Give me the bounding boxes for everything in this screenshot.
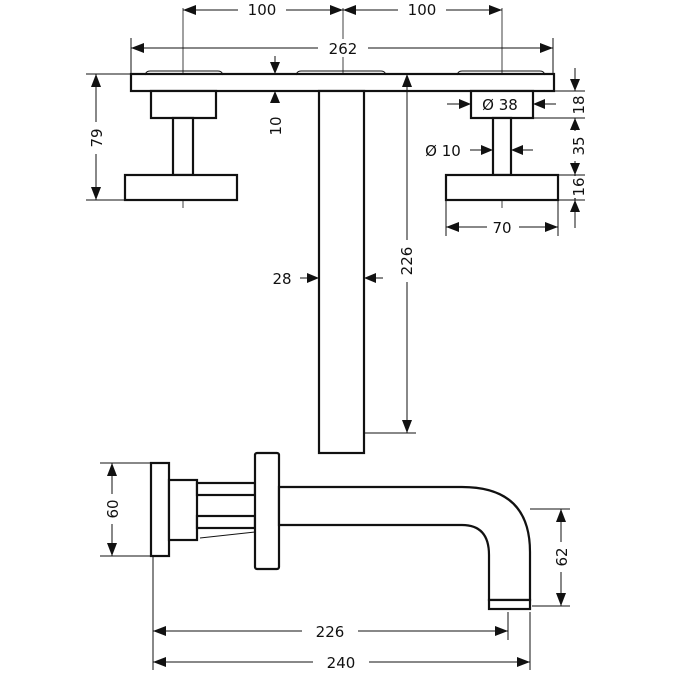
left-handle-cross	[123, 173, 239, 202]
side-rosette-body	[167, 478, 199, 542]
dim-label-100-right: 100	[408, 1, 437, 19]
left-recess	[144, 70, 224, 76]
side-stem-hint	[199, 531, 256, 539]
spout-front	[317, 89, 366, 455]
dim-diameter-38: Ø 38	[447, 96, 556, 114]
wall-plate	[129, 72, 556, 93]
dim-label-226-vertical: 226	[398, 247, 416, 276]
dim-spout-width: 28	[272, 270, 383, 288]
side-stem-lower	[195, 514, 257, 530]
dim-plate-thickness: 10	[267, 56, 285, 136]
dim-diameter-10: Ø 10	[425, 142, 533, 160]
dim-spout-length: 226	[364, 74, 418, 434]
side-rosette-plate	[149, 461, 171, 558]
dim-label-262: 262	[329, 40, 358, 58]
right-recess	[456, 70, 546, 76]
side-stem-upper	[195, 481, 257, 497]
dim-label-d38: Ø 38	[482, 96, 518, 114]
dim-label-16: 16	[570, 177, 588, 196]
dim-label-10: 10	[267, 116, 285, 135]
dim-top-spacing: 100 100	[183, 0, 502, 20]
dim-label-60: 60	[104, 499, 122, 518]
dim-side-rosette: 60	[100, 462, 151, 557]
dim-label-79: 79	[88, 128, 106, 147]
dim-label-100-left: 100	[248, 1, 277, 19]
dim-label-35: 35	[570, 136, 588, 155]
side-spout	[277, 485, 532, 602]
dim-handle-height: 79	[85, 73, 131, 201]
dim-label-62: 62	[553, 547, 571, 566]
right-handle-cross	[444, 173, 560, 202]
dim-label-226-side: 226	[316, 623, 345, 641]
left-handle-base	[149, 89, 218, 120]
left-handle-stem	[171, 116, 195, 177]
spout-aerator	[487, 598, 532, 611]
front-view	[123, 8, 560, 455]
dim-side-overall: 240	[153, 612, 531, 672]
dim-label-240: 240	[327, 654, 356, 672]
dim-label-18: 18	[570, 95, 588, 114]
dim-label-28: 28	[272, 270, 291, 288]
dim-label-70: 70	[492, 219, 511, 237]
dim-overall-width: 262	[130, 38, 554, 74]
dim-handle-width: 70	[445, 200, 559, 237]
dim-side-projection: 226	[152, 556, 509, 670]
side-view	[149, 451, 532, 611]
dim-side-spout-drop: 62	[530, 508, 573, 607]
middle-recess	[295, 70, 387, 76]
side-handle-disc	[253, 451, 281, 571]
right-handle-stem	[491, 116, 513, 177]
dim-label-d10: Ø 10	[425, 142, 461, 160]
dim-right-chain: 18 35 16	[533, 68, 589, 228]
